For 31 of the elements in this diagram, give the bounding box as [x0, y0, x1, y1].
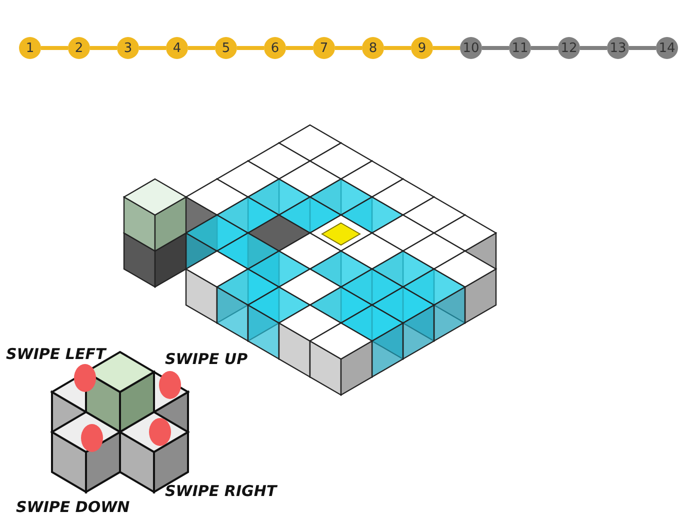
progress-connector: [139, 46, 166, 50]
progress-connector: [41, 46, 68, 50]
level-circle: 7: [313, 37, 335, 59]
level-circle: 12: [558, 37, 580, 59]
level-circle: 9: [411, 37, 433, 59]
level-circle: 3: [117, 37, 139, 59]
level-circle: 10: [460, 37, 482, 59]
level-circle: 13: [607, 37, 629, 59]
progress-connector: [482, 46, 509, 50]
level-circle: 1: [19, 37, 41, 59]
progress-connector: [580, 46, 607, 50]
progress-connector: [188, 46, 215, 50]
progress-connector: [629, 46, 656, 50]
level-circle: 11: [509, 37, 531, 59]
level-circle: 2: [68, 37, 90, 59]
gesture-label: SWIPE LEFT: [6, 345, 106, 363]
level-circle: 5: [215, 37, 237, 59]
progress-connector: [335, 46, 362, 50]
level-circle: 6: [264, 37, 286, 59]
gesture-label: SWIPE RIGHT: [165, 482, 277, 500]
progress-connector: [384, 46, 411, 50]
gesture-label: SWIPE DOWN: [16, 498, 130, 516]
progress-connector: [237, 46, 264, 50]
gesture-label: SWIPE UP: [165, 350, 248, 368]
progress-connector: [90, 46, 117, 50]
progress-connector: [433, 46, 460, 50]
level-circle: 14: [656, 37, 678, 59]
progress-connector: [531, 46, 558, 50]
level-circle: 8: [362, 37, 384, 59]
progress-connector: [286, 46, 313, 50]
level-circle: 4: [166, 37, 188, 59]
